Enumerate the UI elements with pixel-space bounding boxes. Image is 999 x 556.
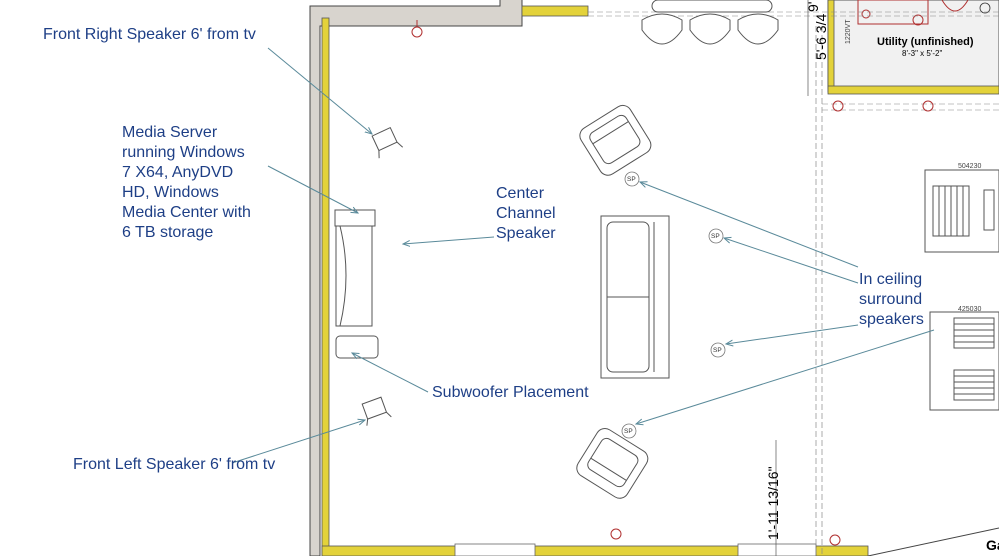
surround-arrow-3 [726, 324, 859, 344]
fixture-504230 [924, 169, 999, 253]
center-channel-label: Center Channel Speaker [496, 185, 556, 242]
front-right-speaker-label: Front Right Speaker 6' from tv [43, 26, 256, 43]
front-left-speaker [361, 396, 392, 426]
ceiling-speaker-2 [708, 228, 724, 244]
wall-dimension: 5'-6 3/4 [813, 14, 829, 60]
outlet-icon [829, 534, 841, 546]
fixture-425030 [929, 311, 999, 411]
front-left-speaker-label: Front Left Speaker 6' from tv [73, 456, 276, 473]
outlet-icon [832, 100, 844, 112]
media-server-arrow [267, 165, 358, 213]
ceiling-speaker-3 [710, 342, 726, 358]
ceiling-speaker-tag: SP [711, 233, 720, 240]
front-left-arrow [231, 420, 365, 464]
surround-arrow-4 [636, 329, 935, 424]
top-chairs [641, 0, 779, 45]
ceiling-speaker-1 [624, 171, 640, 187]
front-right-speaker [371, 126, 404, 159]
floor-dimension: 1'-11 13/16" [765, 466, 781, 540]
surround-arrow-1 [640, 182, 859, 268]
center-channel-arrow [403, 236, 495, 244]
sofa [600, 215, 670, 379]
media-server-label: Media Server running Windows 7 X64, AnyD… [122, 124, 251, 241]
ceiling-speaker-tag: SP [713, 347, 722, 354]
outlet-icon [922, 100, 934, 112]
leader-lines [231, 47, 935, 464]
armchair-top [579, 104, 652, 176]
armchair-bottom [576, 428, 649, 499]
utility-dimensions: 8'-3" x 5'-2" [902, 49, 943, 58]
subwoofer-arrow [352, 353, 429, 393]
fixture-code-504230: 504230 [958, 163, 981, 170]
corner-label: Ga [986, 537, 999, 553]
ceiling-speakers [621, 171, 726, 439]
utility-title: Utility (unfinished) [877, 36, 974, 48]
ceiling-speaker-tag: SP [624, 428, 633, 435]
fixture-code-425030: 425030 [958, 306, 981, 313]
outlet-icon [411, 26, 423, 38]
media-cabinet [334, 209, 379, 359]
in-ceiling-label: In ceiling surround speakers [859, 271, 924, 328]
front-right-arrow [267, 47, 372, 134]
utility-room [827, 0, 999, 95]
ceiling-speaker-tag: SP [627, 176, 636, 183]
ceiling-speaker-4 [621, 423, 637, 439]
surround-arrow-2 [724, 238, 859, 284]
outlet-icon [610, 528, 622, 540]
code-1220vt: 1220VT [845, 19, 852, 44]
subwoofer-label: Subwoofer Placement [432, 384, 589, 401]
wall-dimension-top: 9' [805, 2, 821, 12]
